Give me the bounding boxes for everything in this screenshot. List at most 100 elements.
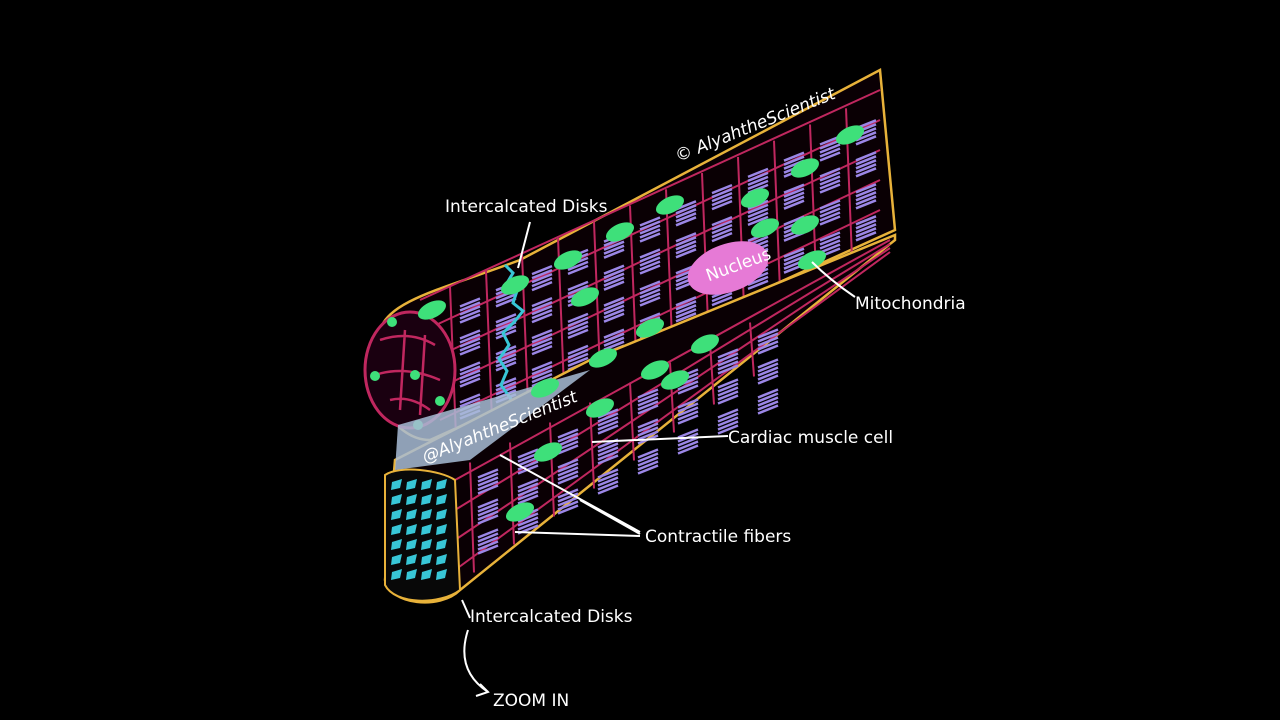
mitochondrion: [750, 218, 780, 238]
myofibril-stripe: [567, 260, 589, 272]
myofibril-stripe: [819, 211, 841, 222]
disk-marker: [421, 494, 432, 505]
myofibril-stripe: [757, 332, 779, 343]
myofibril-stripe: [459, 397, 481, 408]
myofibril-stripe: [675, 308, 697, 319]
myofibril-stripe: [677, 402, 699, 413]
myofibril-stripe: [603, 300, 625, 311]
myofibril-stripe: [477, 476, 499, 487]
myofibril-stripe: [531, 344, 553, 356]
myofibril-stripe: [757, 392, 779, 403]
myofibril-stripe: [459, 305, 481, 316]
myofibril-stripe: [747, 207, 769, 219]
myofibril-stripe: [675, 300, 697, 311]
myofibril-stripe: [557, 436, 579, 447]
myofibril-stripe: [531, 360, 553, 372]
myofibril-stripe: [819, 167, 841, 178]
myofibril-stripe: [855, 187, 877, 198]
disk-marker: [421, 524, 432, 535]
disk-marker: [421, 569, 432, 580]
myofibril-stripe: [567, 328, 589, 340]
myofibril-stripe: [637, 422, 659, 433]
myofibril-stripe: [639, 228, 661, 239]
label-mitochondria: Mitochondria: [855, 294, 966, 314]
myofibril-stripe: [557, 466, 579, 477]
myofibril-stripe: [603, 244, 625, 255]
myofibril-stripe: [531, 304, 553, 316]
disk-marker: [436, 554, 447, 565]
myofibril-stripe: [597, 450, 619, 461]
myofibril-stripe: [477, 528, 499, 539]
myofibril-stripe: [477, 468, 499, 479]
disk-marker: [406, 509, 417, 520]
myofibril-stripe: [603, 268, 625, 279]
label-intercalated-bottom: Intercalcated Disks: [470, 607, 633, 627]
myofibril-stripe: [603, 304, 625, 315]
myofibril-stripe: [477, 472, 499, 483]
myofibril-stripe: [757, 336, 779, 347]
myofibril-stripe: [517, 486, 539, 497]
myofibril-stripe: [677, 380, 699, 391]
myofibril-stripe: [757, 374, 779, 385]
myofibril-stripe: [717, 378, 739, 389]
mitochondrion: [588, 348, 618, 368]
myofibril-stripe: [531, 296, 553, 308]
disk-marker: [406, 479, 417, 490]
myofibril-stripe: [639, 248, 661, 259]
myofibril-stripe: [459, 341, 481, 352]
disk-marker: [436, 509, 447, 520]
myofibril-stripe: [855, 223, 877, 234]
myofibril-stripe: [597, 468, 619, 479]
membrane-segment: [701, 173, 709, 324]
disk-marker: [406, 524, 417, 535]
myofibril-stripe: [637, 430, 659, 441]
mitochondrion: [530, 378, 560, 398]
myofibril-stripe: [783, 255, 805, 266]
myofibril-stripe: [637, 388, 659, 399]
mitochondrion: [585, 398, 615, 418]
membrane-segment: [629, 382, 635, 461]
myofibril-stripe: [567, 316, 589, 328]
myofibril-stripe: [531, 332, 553, 344]
myofibril-stripe: [557, 504, 579, 515]
disk-marker: [391, 539, 402, 550]
myofibril-stripe: [783, 251, 805, 262]
disk-marker: [406, 494, 417, 505]
myofibril-stripe: [855, 195, 877, 206]
mitochondrion: [790, 215, 820, 235]
myofibril-stripe: [567, 320, 589, 332]
myofibril-stripe: [677, 410, 699, 421]
mitochondrion: [417, 300, 447, 320]
myofibril-stripe: [637, 460, 659, 471]
myofibril-stripe: [819, 231, 841, 242]
myofibril-stripe: [637, 396, 659, 407]
myofibril-stripe: [757, 404, 779, 415]
membrane-row: [454, 239, 891, 481]
mitochondrion: [570, 287, 600, 307]
myofibril-stripe: [567, 280, 589, 292]
myofibril-stripe: [603, 332, 625, 343]
myofibril-stripe: [639, 224, 661, 235]
myofibril-stripe: [639, 280, 661, 291]
myofibril-stripe: [477, 502, 499, 513]
myofibril-stripe: [517, 490, 539, 501]
myofibril-stripe: [675, 232, 697, 243]
myofibril-stripe: [531, 276, 553, 288]
myofibril-stripe: [717, 394, 739, 405]
myofibril-stripe: [459, 329, 481, 340]
myofibril-stripe: [531, 300, 553, 312]
mitochondrion: [690, 334, 720, 354]
myofibril-stripe: [477, 514, 499, 525]
myofibril-stripe: [711, 187, 733, 199]
mitochondrion: [640, 360, 670, 380]
membrane-segment: [749, 322, 755, 377]
myofibril-stripe: [639, 256, 661, 267]
myofibril-stripe: [637, 400, 659, 411]
myofibril-stripe: [557, 496, 579, 507]
myofibril-stripe: [717, 390, 739, 401]
myofibril-stripe: [675, 216, 697, 227]
myofibril-stripe: [675, 296, 697, 307]
myofibril-stripe: [603, 340, 625, 351]
myofibril-stripe: [747, 275, 769, 287]
myofibril-stripe: [783, 151, 805, 162]
